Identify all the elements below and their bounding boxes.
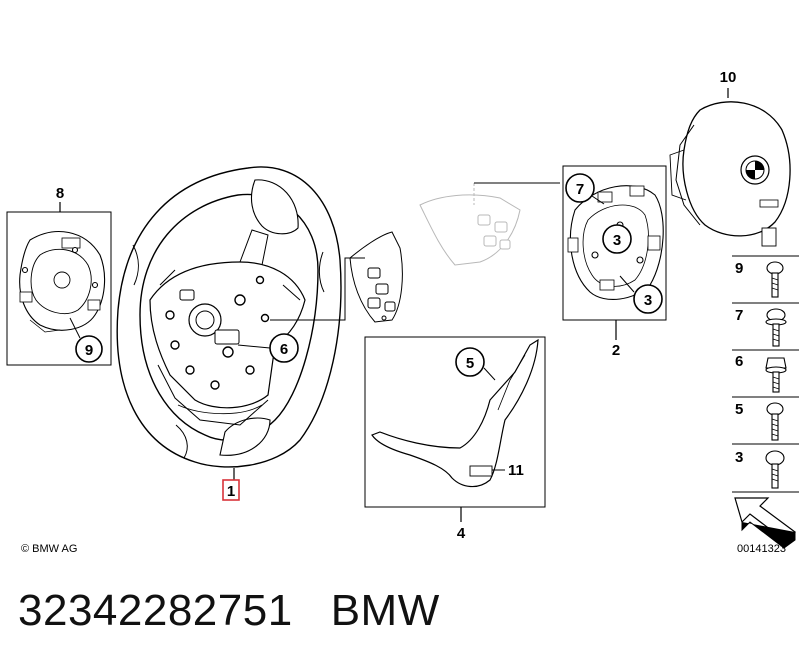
trim-cover-box bbox=[364, 336, 546, 508]
clock-spring[interactable] bbox=[19, 231, 106, 333]
bolt-label-3: 3 bbox=[735, 449, 743, 466]
bolt-3-icon bbox=[765, 450, 785, 489]
bolt-7-icon bbox=[765, 308, 787, 347]
highlight-box bbox=[222, 479, 240, 501]
bolt-6-icon bbox=[765, 357, 787, 393]
bolt-label-6: 6 bbox=[735, 353, 743, 370]
callout-4[interactable]: 4 bbox=[457, 525, 466, 542]
bmw-roundel-icon bbox=[740, 155, 770, 185]
callout-3a[interactable]: 3 bbox=[613, 232, 621, 249]
callout-7-circle bbox=[565, 173, 595, 203]
bolt-label-9: 9 bbox=[735, 260, 743, 277]
multifunction-switch-faded bbox=[419, 183, 521, 266]
callout-6[interactable]: 6 bbox=[280, 341, 288, 358]
callout-3b-circle bbox=[633, 284, 663, 314]
airbag-module[interactable] bbox=[669, 101, 791, 247]
callout-3a-circle bbox=[602, 224, 632, 254]
callout-2[interactable]: 2 bbox=[612, 342, 620, 359]
callout-1[interactable]: 1 bbox=[227, 483, 235, 500]
bolt-9-icon bbox=[766, 261, 784, 298]
bolt-strip: 9 7 6 5 3 bbox=[732, 255, 799, 549]
leader-6 bbox=[237, 344, 271, 349]
brand-name: BMW bbox=[330, 586, 440, 635]
copyright: © BMW AG bbox=[21, 543, 77, 555]
callout-11[interactable]: 11 bbox=[508, 462, 524, 479]
bolt-5-icon bbox=[766, 402, 784, 441]
footer-caption: 32342282751 BMW bbox=[18, 586, 478, 636]
callout-9[interactable]: 9 bbox=[85, 342, 93, 359]
callout-8[interactable]: 8 bbox=[56, 185, 64, 202]
steering-wheel[interactable] bbox=[116, 166, 342, 468]
leader-switch bbox=[270, 257, 365, 321]
bolt-label-5: 5 bbox=[735, 401, 743, 418]
callout-9-circle bbox=[75, 335, 103, 363]
bracket-box bbox=[562, 165, 667, 321]
callout-5-circle bbox=[455, 347, 485, 377]
callout-10[interactable]: 10 bbox=[720, 69, 737, 86]
bolt-label-7: 7 bbox=[735, 307, 743, 324]
trim-cover[interactable] bbox=[371, 338, 539, 488]
navigation-arrow-icon bbox=[734, 497, 797, 549]
multifunction-switch[interactable] bbox=[349, 231, 403, 323]
callout-3b[interactable]: 3 bbox=[644, 292, 652, 309]
callout-5[interactable]: 5 bbox=[466, 355, 474, 372]
callout-7[interactable]: 7 bbox=[576, 181, 584, 198]
part-number: 32342282751 bbox=[18, 586, 293, 635]
clock-spring-box bbox=[6, 211, 112, 366]
drawing-number: 00141323 bbox=[737, 543, 786, 555]
